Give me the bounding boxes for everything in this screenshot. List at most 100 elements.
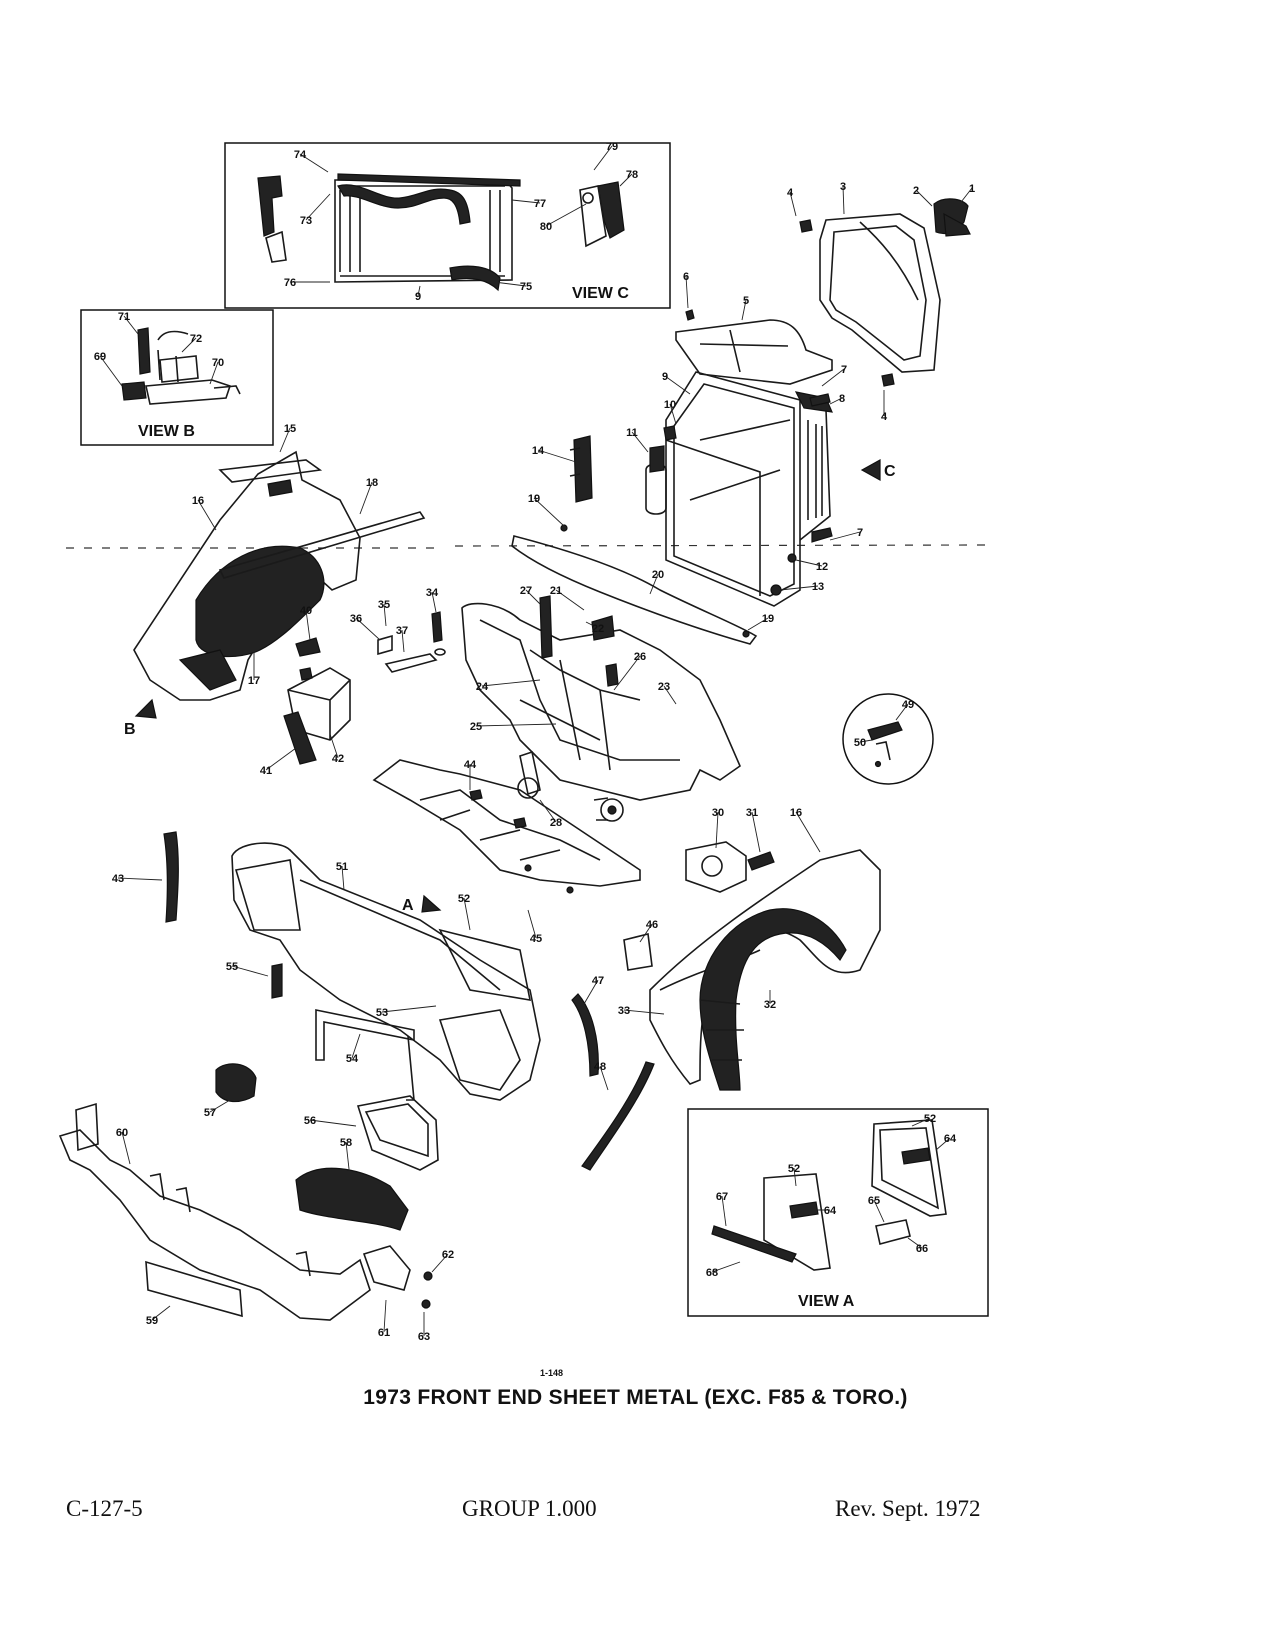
callout-c26: 26 bbox=[634, 651, 646, 663]
leader-line-c61 bbox=[383, 1299, 387, 1333]
leader-line-c10 bbox=[669, 403, 677, 425]
callout-c13: 13 bbox=[812, 581, 824, 593]
leader-line-c9a bbox=[417, 285, 421, 297]
hood-latch-assembly-view-b bbox=[121, 327, 241, 405]
callout-c24: 24 bbox=[476, 681, 489, 693]
callout-c43: 43 bbox=[112, 873, 124, 885]
leader-line-c57 bbox=[209, 1099, 231, 1113]
callout-c37: 37 bbox=[396, 625, 408, 637]
callout-c27: 27 bbox=[520, 585, 532, 597]
leader-line-c58 bbox=[345, 1141, 351, 1179]
callout-c79: 79 bbox=[606, 141, 618, 153]
fan-shroud bbox=[799, 198, 971, 387]
leader-line-c49 bbox=[895, 703, 909, 721]
radiator-view-c bbox=[334, 173, 521, 292]
callout-c80: 80 bbox=[540, 221, 552, 233]
leader-line-c52a bbox=[463, 897, 471, 931]
leader-line-c28 bbox=[539, 799, 557, 823]
leader-line-c64a bbox=[935, 1137, 951, 1151]
leader-line-c68 bbox=[711, 1261, 741, 1273]
radiator-support-main bbox=[461, 595, 741, 801]
view-a-label: VIEW A bbox=[798, 1293, 855, 1310]
callout-c46: 46 bbox=[646, 919, 658, 931]
callout-c48: 48 bbox=[594, 1061, 606, 1073]
callout-c45: 45 bbox=[530, 933, 542, 945]
leader-line-c37 bbox=[401, 629, 405, 653]
callout-c28: 28 bbox=[550, 817, 562, 829]
callout-c17: 17 bbox=[248, 675, 260, 687]
view-b-inset bbox=[80, 309, 274, 446]
leader-line-c69 bbox=[99, 355, 123, 387]
callout-c20: 20 bbox=[652, 569, 664, 581]
leader-line-c2 bbox=[915, 189, 933, 207]
callout-c5: 5 bbox=[743, 295, 749, 307]
callout-c33: 33 bbox=[618, 1005, 630, 1017]
callout-c47: 47 bbox=[592, 975, 604, 987]
callout-c62: 62 bbox=[442, 1249, 454, 1261]
callout-c66: 66 bbox=[916, 1243, 928, 1255]
leader-line-c12 bbox=[795, 559, 823, 567]
leader-line-c33 bbox=[623, 1009, 665, 1015]
callout-c60: 60 bbox=[116, 1127, 128, 1139]
leader-line-c18 bbox=[359, 481, 373, 515]
leader-line-c22 bbox=[585, 621, 599, 629]
callout-c70: 70 bbox=[212, 357, 224, 369]
leader-line-c23 bbox=[663, 685, 677, 705]
callout-c22: 22 bbox=[592, 623, 604, 635]
right-front-fender bbox=[649, 849, 881, 1085]
leader-line-c71 bbox=[123, 315, 139, 335]
small-brackets-55-57 bbox=[215, 963, 283, 1103]
leader-line-c6 bbox=[685, 275, 689, 309]
callout-c23: 23 bbox=[658, 681, 670, 693]
callout-c59: 59 bbox=[146, 1315, 158, 1327]
radiator-upper-panel bbox=[675, 309, 833, 385]
leader-line-c35 bbox=[383, 603, 387, 627]
leader-line-c3 bbox=[842, 185, 845, 215]
right-fender-inner-skirt bbox=[699, 908, 847, 1091]
washer-jar bbox=[283, 667, 351, 765]
leader-line-c45 bbox=[527, 909, 537, 939]
callout-c64a: 64 bbox=[944, 1133, 957, 1145]
callout-leader-lines bbox=[99, 145, 973, 1336]
view-c-label: VIEW C bbox=[572, 285, 629, 302]
callout-c55: 55 bbox=[226, 961, 238, 973]
callout-c7a: 7 bbox=[841, 364, 847, 376]
callout-c61: 61 bbox=[378, 1327, 390, 1339]
leader-line-c60 bbox=[121, 1131, 131, 1165]
footer-page-number: C-127-5 bbox=[66, 1496, 143, 1521]
leader-line-c65 bbox=[873, 1199, 885, 1223]
callout-c36: 36 bbox=[350, 613, 362, 625]
leader-line-c75 bbox=[493, 281, 527, 287]
leader-line-c55 bbox=[231, 965, 269, 977]
callout-c71: 71 bbox=[118, 311, 130, 323]
callout-c19a: 19 bbox=[528, 493, 540, 505]
footer-revision: Rev. Sept. 1972 bbox=[835, 1496, 981, 1521]
leader-line-c4a bbox=[789, 191, 797, 217]
horn-assembly bbox=[517, 750, 624, 822]
callout-c35: 35 bbox=[378, 599, 390, 611]
leader-line-c52b bbox=[911, 1117, 931, 1127]
callout-c42: 42 bbox=[332, 753, 344, 765]
leader-line-c53 bbox=[381, 1005, 437, 1013]
leader-line-c19b bbox=[747, 617, 769, 631]
callout-c12: 12 bbox=[816, 561, 828, 573]
callout-c16b: 16 bbox=[790, 807, 802, 819]
view-a-frame bbox=[687, 1108, 989, 1317]
callout-c10: 10 bbox=[664, 399, 676, 411]
leader-line-c66 bbox=[907, 1237, 923, 1249]
view-b-label: VIEW B bbox=[138, 423, 195, 440]
callout-c30: 30 bbox=[712, 807, 724, 819]
callout-c9b: 9 bbox=[662, 371, 668, 383]
leader-line-c41 bbox=[265, 747, 297, 771]
leader-line-c25 bbox=[475, 723, 557, 727]
callout-c7b: 7 bbox=[857, 527, 863, 539]
callout-c9a: 9 bbox=[415, 291, 421, 303]
direction-marker-b: B bbox=[124, 721, 136, 738]
leader-line-c50 bbox=[859, 739, 873, 743]
leader-line-c56 bbox=[309, 1119, 357, 1127]
leader-line-c5 bbox=[741, 299, 747, 321]
leader-line-c48 bbox=[599, 1065, 609, 1091]
headlamp-housing bbox=[356, 1095, 439, 1171]
